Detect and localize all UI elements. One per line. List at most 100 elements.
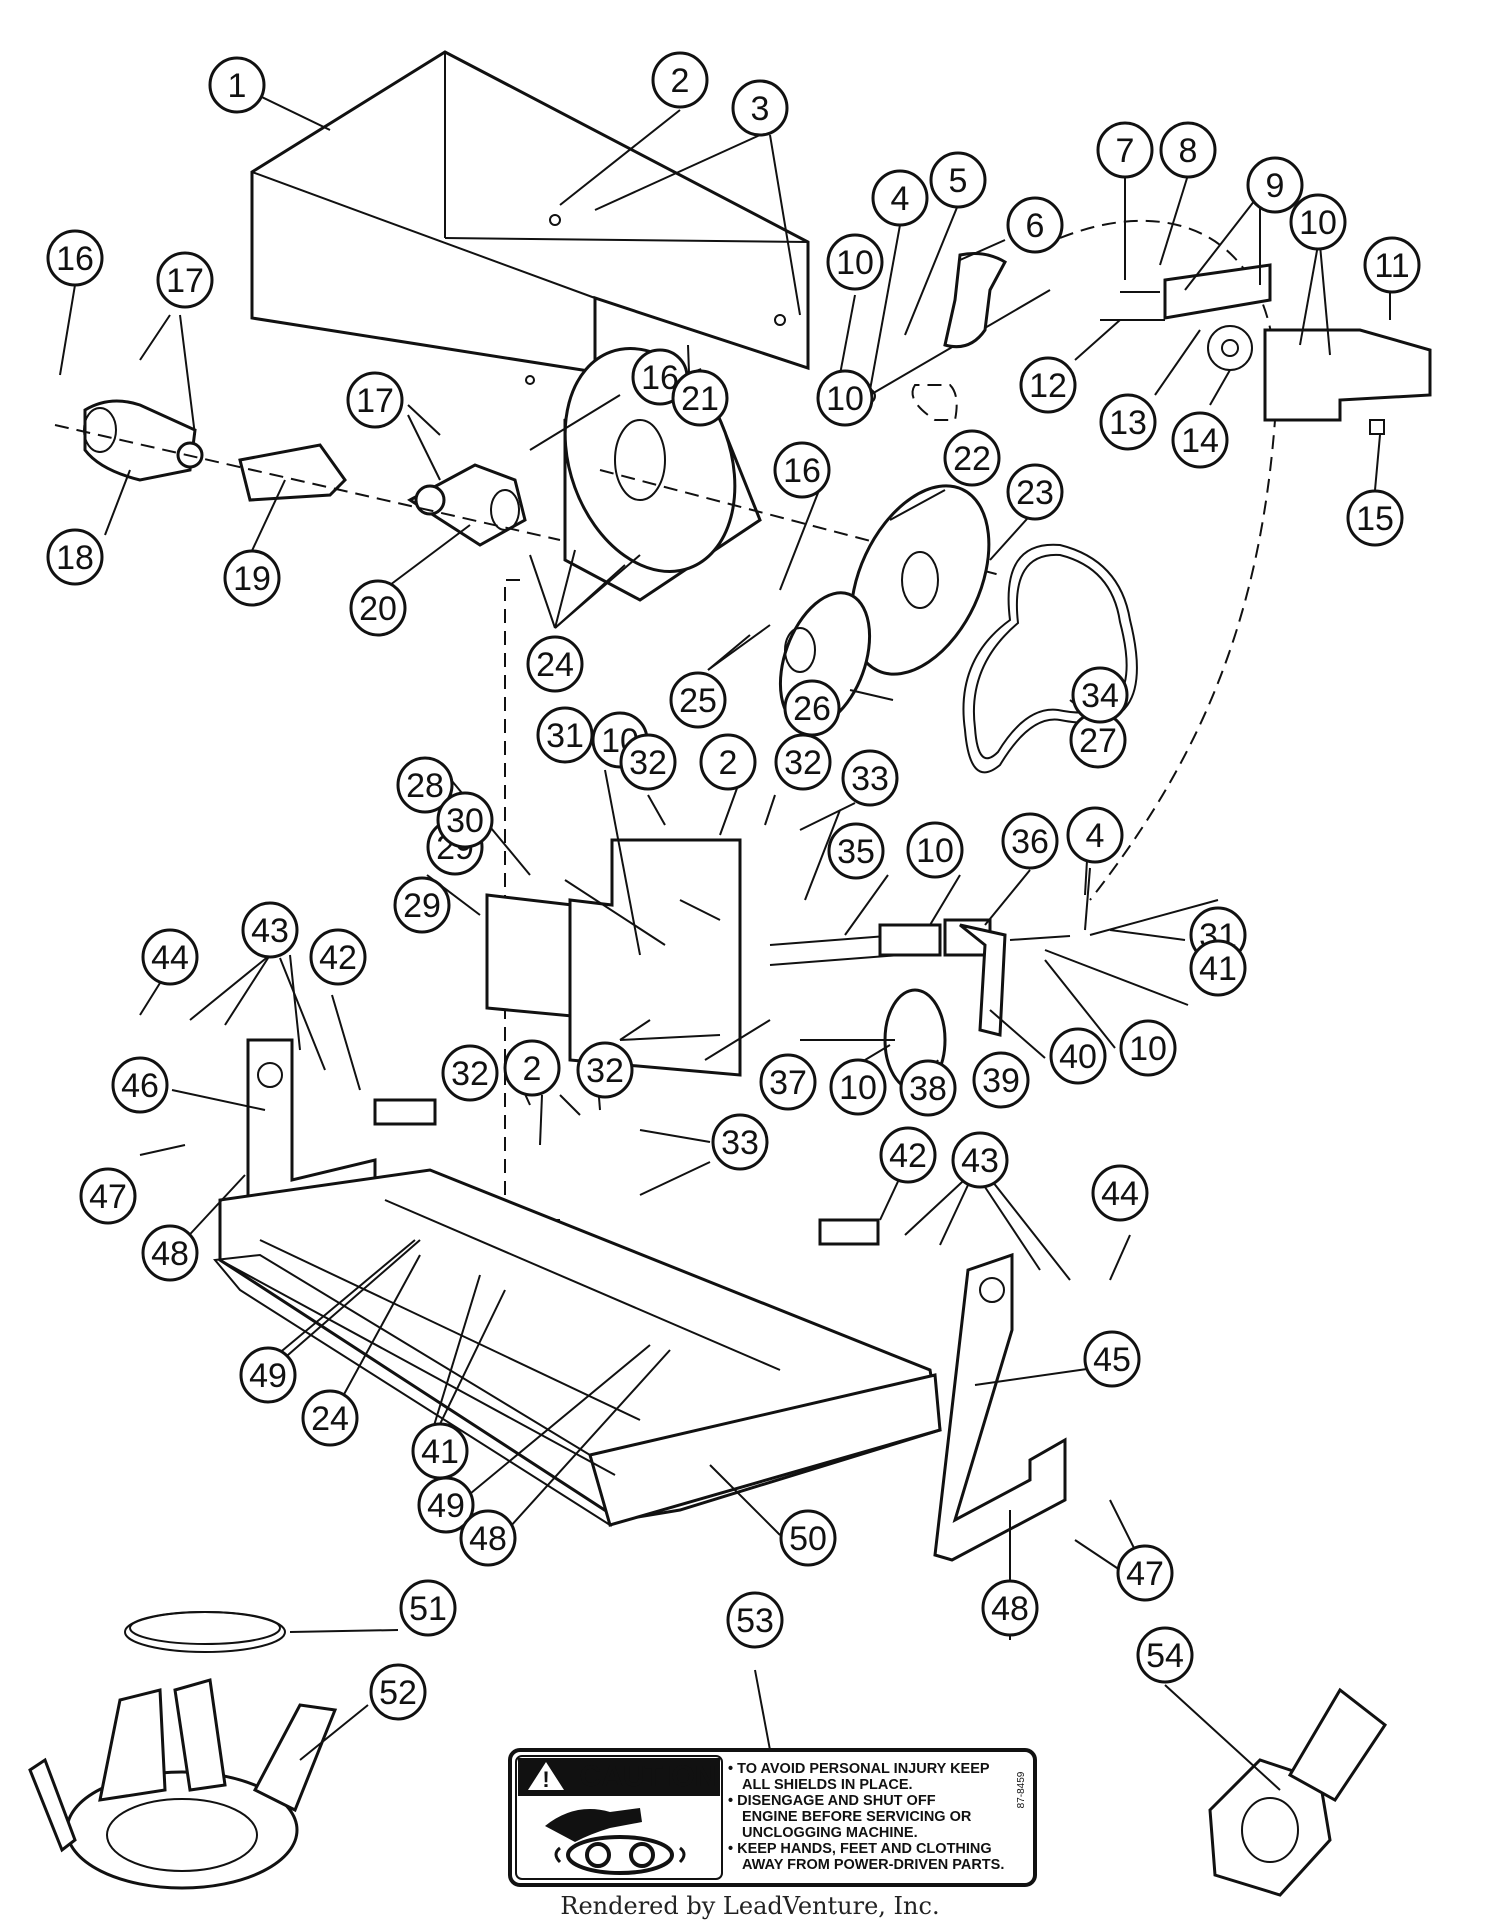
callout-27: 27 xyxy=(1069,711,1127,769)
callout-37: 37 xyxy=(759,1053,817,1111)
callout-number: 47 xyxy=(89,1178,127,1216)
svg-text:!: ! xyxy=(542,1767,549,1792)
callout-circle xyxy=(111,1056,169,1114)
callout-1: 1 xyxy=(208,56,266,114)
callout-38: 38 xyxy=(899,1059,957,1117)
callout-number: 32 xyxy=(586,1052,624,1090)
callout-26: 26 xyxy=(783,679,841,737)
callout-number: 38 xyxy=(909,1070,947,1108)
callout-circle xyxy=(669,671,727,729)
callout-circle xyxy=(1049,1027,1107,1085)
callout-circle xyxy=(1006,196,1064,254)
callout-circle xyxy=(943,429,1001,487)
caution-heading: CAUTION xyxy=(580,1760,717,1793)
cable-path xyxy=(1059,219,1278,901)
callout-circle xyxy=(1071,666,1129,724)
callout-47: 47 xyxy=(79,1167,137,1225)
callout-circle xyxy=(906,821,964,879)
callout-number: 32 xyxy=(784,744,822,782)
right-bracket-part xyxy=(933,1252,1067,1562)
callout-circle xyxy=(651,51,709,109)
footer-credit: Rendered by LeadVenture, Inc. xyxy=(560,1892,940,1920)
callout-40: 40 xyxy=(1049,1027,1107,1085)
callout-circle xyxy=(711,1113,769,1171)
callout-42: 42 xyxy=(879,1126,937,1184)
callout-circle xyxy=(46,528,104,586)
callout-number: 44 xyxy=(1101,1175,1139,1213)
callout-51: 51 xyxy=(399,1579,457,1637)
callout-45: 45 xyxy=(1083,1330,1141,1388)
caution-line: UNCLOGGING MACHINE. xyxy=(742,1825,918,1841)
callout-32: 32 xyxy=(576,1041,634,1099)
callout-number: 3 xyxy=(751,90,770,128)
callout-number: 52 xyxy=(379,1674,417,1712)
callout-circle xyxy=(726,1591,784,1649)
callout-52: 52 xyxy=(369,1663,427,1721)
shield-part xyxy=(250,50,810,374)
callout-23: 23 xyxy=(1006,463,1064,521)
callout-number: 9 xyxy=(1266,167,1285,205)
callout-10: 10 xyxy=(826,233,884,291)
callout-circle xyxy=(981,1579,1039,1637)
callout-28: 28 xyxy=(396,756,454,814)
callout-10: 10 xyxy=(829,1058,887,1116)
callout-circle xyxy=(1246,156,1304,214)
callout-circle xyxy=(441,1044,499,1102)
belt-entanglement-icon xyxy=(545,1808,686,1875)
callout-circle xyxy=(773,441,831,499)
callout-2: 2 xyxy=(651,51,709,109)
callout-30: 30 xyxy=(436,791,494,849)
callout-circle xyxy=(526,635,584,693)
callout-circle xyxy=(1001,812,1059,870)
callout-circle xyxy=(774,733,832,791)
gearbox-part xyxy=(1208,1758,1332,1897)
callout-number: 41 xyxy=(1199,950,1237,988)
callout-number: 43 xyxy=(961,1142,999,1180)
callout-circle xyxy=(1006,463,1064,521)
callout-number: 42 xyxy=(889,1137,927,1175)
callout-circle xyxy=(899,1059,957,1117)
caution-line: ENGINE BEFORE SERVICING OR xyxy=(742,1809,972,1825)
mount-bracket-part xyxy=(1263,328,1432,422)
caution-line: AWAY FROM POWER-DRIVEN PARTS. xyxy=(742,1857,1004,1873)
callout-15: 15 xyxy=(1346,489,1404,547)
callout-number: 25 xyxy=(679,682,717,720)
callout-16: 16 xyxy=(46,229,104,287)
callout-number: 34 xyxy=(1081,677,1119,715)
callout-number: 23 xyxy=(1016,474,1054,512)
callout-11: 11 xyxy=(1363,236,1421,294)
callout-circle xyxy=(671,369,729,427)
caution-line: ALL SHIELDS IN PLACE. xyxy=(742,1777,913,1793)
callout-13: 13 xyxy=(1099,393,1157,451)
callout-number: 40 xyxy=(1059,1038,1097,1076)
callout-number: 17 xyxy=(166,262,204,300)
callout-number: 17 xyxy=(356,382,394,420)
callout-circle xyxy=(879,1126,937,1184)
callout-49: 49 xyxy=(239,1346,297,1404)
callout-43: 43 xyxy=(951,1131,1009,1189)
callout-circle xyxy=(436,791,494,849)
callout-circle xyxy=(301,1389,359,1447)
callout-number: 20 xyxy=(359,590,397,628)
caution-decal: ! CAUTION • TO AVOID PERSONAL INJURY KEE… xyxy=(508,1748,1037,1887)
callout-number: 16 xyxy=(56,240,94,278)
callout-number: 33 xyxy=(721,1124,759,1162)
callout-number: 30 xyxy=(446,802,484,840)
callout-32: 32 xyxy=(619,733,677,791)
callout-number: 8 xyxy=(1179,132,1198,170)
callout-circle xyxy=(208,56,266,114)
callout-number: 54 xyxy=(1146,1637,1184,1675)
callout-number: 45 xyxy=(1093,1341,1131,1379)
callout-circle xyxy=(399,1579,457,1637)
caution-line: • KEEP HANDS, FEET AND CLOTHING xyxy=(728,1841,992,1857)
callout-circle xyxy=(141,1224,199,1282)
callout-circle xyxy=(156,251,214,309)
callout-number: 36 xyxy=(1011,823,1049,861)
callout-number: 43 xyxy=(251,912,289,950)
callout-7: 7 xyxy=(1096,121,1154,179)
callout-24: 24 xyxy=(301,1389,359,1447)
callout-41: 41 xyxy=(1189,939,1247,997)
callout-number: 31 xyxy=(546,717,584,755)
callout-3: 3 xyxy=(731,79,789,137)
